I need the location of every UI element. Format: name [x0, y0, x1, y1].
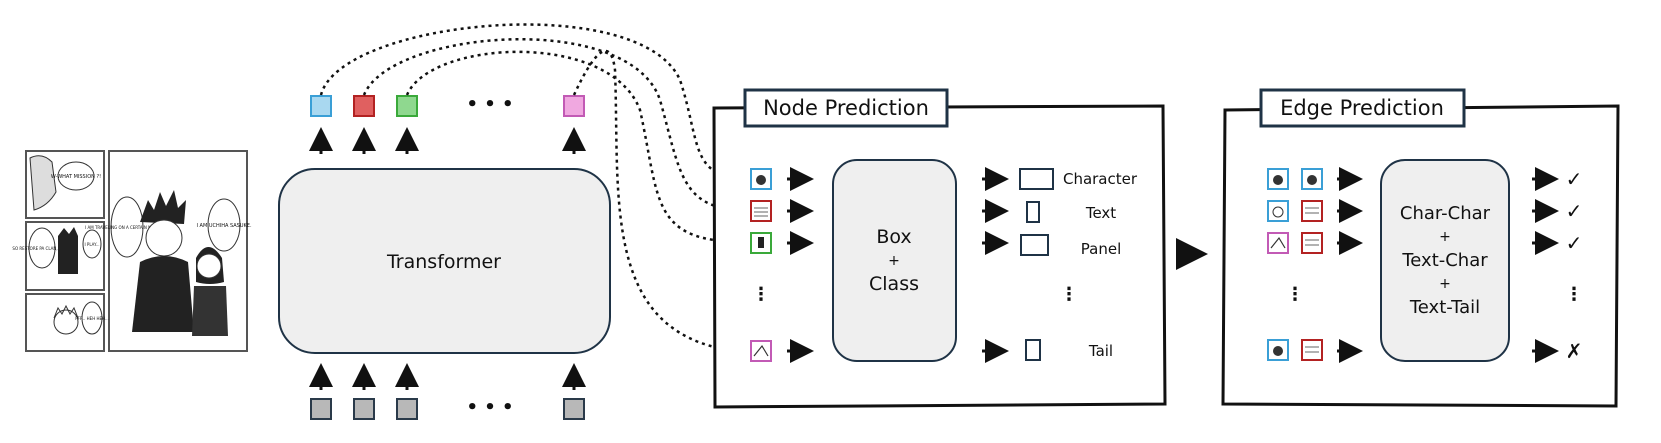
edge-pair-3	[1267, 232, 1323, 254]
edge-result-ellipsis: ⋮	[1565, 284, 1583, 305]
edge-prediction-panel: Edge Prediction ⋮	[1221, 88, 1620, 408]
node-model-line-1: Box	[876, 226, 911, 248]
edge-model-box	[1380, 159, 1510, 362]
output-box-character	[1019, 168, 1054, 190]
manga-bubble-2: SO RESTORE PA CLAN, AND...	[12, 246, 71, 251]
label-tail: Tail	[1088, 342, 1113, 360]
manga-bubble-4: PFF... HEH HEH...	[75, 316, 109, 321]
node-crop-ellipsis: ⋮	[752, 284, 770, 305]
output-token-pink	[563, 95, 585, 117]
node-crop-text	[750, 200, 772, 222]
output-box-tail	[1025, 339, 1041, 361]
edge-result-3: ✓	[1566, 231, 1583, 255]
manga-bubble-1: W-WHAT MISSION ?!	[51, 174, 101, 180]
output-token-blue	[310, 95, 332, 117]
node-prediction-panel: Node Prediction ⋮ Box + Class	[712, 88, 1167, 409]
edge-model-line-3: Text-Char	[1401, 250, 1488, 271]
output-ellipsis: • • •	[466, 94, 513, 115]
edge-model-line-1: Char-Char	[1400, 203, 1491, 224]
edge-pair-1	[1267, 168, 1323, 190]
edge-title-box	[1259, 88, 1466, 128]
transformer-block: Transformer	[278, 168, 611, 354]
edge-title: Edge Prediction	[1280, 96, 1444, 120]
node-crop-tail	[750, 340, 772, 362]
input-token-2	[353, 398, 375, 420]
label-text: Text	[1085, 204, 1116, 222]
output-box-text	[1026, 201, 1040, 223]
input-token-4	[563, 398, 585, 420]
edge-result-1: ✓	[1566, 167, 1583, 191]
edge-model-line-4: +	[1439, 276, 1451, 292]
transformer-label: Transformer	[386, 251, 501, 273]
edge-result-4: ✗	[1566, 339, 1583, 363]
edge-pair-2	[1267, 200, 1323, 222]
output-tokens: • • •	[310, 94, 585, 117]
output-box-panel	[1020, 234, 1049, 256]
edge-pair-ellipsis: ⋮	[1286, 284, 1304, 305]
manga-bubble-6: I AM UCHIHA SASUKE.	[196, 223, 252, 229]
output-token-green	[396, 95, 418, 117]
node-model-line-3: Class	[869, 273, 919, 295]
manga-page: W-WHAT MISSION ?! SO RESTORE PA CLAN, AN…	[12, 150, 252, 352]
output-token-red	[353, 95, 375, 117]
manga-bubble-5: I AM TRAVELING ON A CERTAIN MISSION...	[85, 225, 169, 230]
input-ellipsis: • • •	[466, 397, 513, 418]
transformer-box	[278, 168, 611, 354]
node-output-ellipsis: ⋮	[1060, 284, 1078, 305]
input-token-3	[396, 398, 418, 420]
node-model-box	[832, 159, 957, 362]
node-title: Node Prediction	[763, 96, 929, 120]
input-token-1	[310, 398, 332, 420]
label-panel: Panel	[1081, 240, 1121, 258]
edge-result-2: ✓	[1566, 199, 1583, 223]
edge-model-line-2: +	[1439, 229, 1451, 245]
edge-model-line-5: Text-Tail	[1409, 297, 1480, 318]
edge-pair-4	[1267, 339, 1323, 361]
token-connections	[319, 23, 750, 361]
label-character: Character	[1063, 170, 1138, 188]
node-title-box	[743, 88, 949, 128]
transformer-arrows	[309, 127, 586, 390]
node-model-line-2: +	[888, 253, 900, 269]
input-tokens: • • •	[310, 397, 585, 420]
manga-bubble-3: I PLAY...	[84, 242, 99, 247]
